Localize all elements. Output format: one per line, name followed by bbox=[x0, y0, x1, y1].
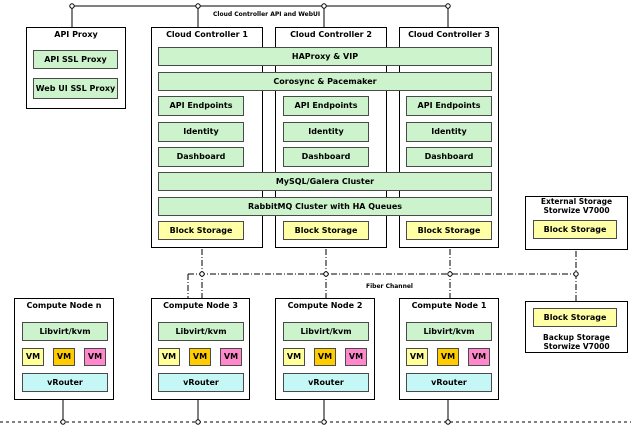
cc3-block-storage: Block Storage bbox=[406, 221, 492, 240]
cn3-vrouter: vRouter bbox=[158, 373, 244, 392]
bottom-node-cn1 bbox=[445, 419, 451, 425]
external-block-storage: Block Storage bbox=[533, 220, 617, 239]
cn1-vm-1: VM bbox=[406, 348, 428, 366]
top-node-cc2 bbox=[321, 3, 327, 9]
cc2-identity: Identity bbox=[283, 122, 369, 142]
cnn-vm-2: VM bbox=[53, 348, 75, 366]
cloud-controller-2-title: Cloud Controller 2 bbox=[290, 30, 372, 39]
bottom-node-cn3 bbox=[195, 419, 201, 425]
top-network-label: Cloud Controller API and WebUI bbox=[213, 11, 321, 18]
compute-node-n-title: Compute Node n bbox=[26, 301, 102, 310]
cn2-libvirt: Libvirt/kvm bbox=[283, 322, 369, 341]
top-node-cc3 bbox=[445, 3, 451, 9]
cc1-identity: Identity bbox=[158, 122, 244, 142]
cloud-controller-3-title: Cloud Controller 3 bbox=[408, 30, 490, 39]
corosync-pacemaker-bar: Corosync & Pacemaker bbox=[158, 72, 492, 91]
cc3-identity: Identity bbox=[406, 122, 492, 142]
cn2-vrouter: vRouter bbox=[283, 373, 369, 392]
cn2-vm-2: VM bbox=[314, 348, 336, 366]
fiber-node-3 bbox=[447, 271, 453, 277]
web-ui-ssl-proxy: Web UI SSL Proxy bbox=[33, 78, 118, 99]
cn3-vm-2: VM bbox=[189, 348, 211, 366]
cn2-vm-1: VM bbox=[283, 348, 305, 366]
cc3-api-endpoints: API Endpoints bbox=[406, 96, 492, 116]
api-ssl-proxy: API SSL Proxy bbox=[33, 50, 118, 69]
cnn-libvirt: Libvirt/kvm bbox=[22, 322, 108, 341]
cc2-api-endpoints: API Endpoints bbox=[283, 96, 369, 116]
compute-node-2-title: Compute Node 2 bbox=[287, 301, 363, 310]
cn3-vm-3: VM bbox=[220, 348, 242, 366]
top-node-api-proxy bbox=[69, 3, 75, 9]
cloud-controller-1-title: Cloud Controller 1 bbox=[166, 30, 248, 39]
cnn-vm-1: VM bbox=[22, 348, 44, 366]
bottom-node-cnn bbox=[60, 419, 66, 425]
cn1-libvirt: Libvirt/kvm bbox=[406, 322, 492, 341]
backup-storage-title: Backup Storage Storwize V7000 bbox=[543, 333, 610, 351]
bottom-node-cn2 bbox=[321, 419, 327, 425]
cn1-vrouter: vRouter bbox=[406, 373, 492, 392]
compute-node-3-title: Compute Node 3 bbox=[163, 301, 238, 310]
external-storage-title: External Storage Storwize V7000 bbox=[540, 197, 613, 215]
cc2-block-storage: Block Storage bbox=[283, 221, 369, 240]
cn1-vm-3: VM bbox=[468, 348, 490, 366]
fiber-node-1 bbox=[199, 271, 205, 277]
top-node-cc1 bbox=[195, 3, 201, 9]
cn3-vm-1: VM bbox=[158, 348, 180, 366]
mysql-galera-bar: MySQL/Galera Cluster bbox=[158, 172, 492, 191]
cnn-vm-3: VM bbox=[84, 348, 106, 366]
cn2-vm-3: VM bbox=[345, 348, 367, 366]
cc1-api-endpoints: API Endpoints bbox=[158, 96, 244, 116]
fiber-node-2 bbox=[323, 271, 329, 277]
compute-node-1-title: Compute Node 1 bbox=[411, 301, 487, 310]
cc1-dashboard: Dashboard bbox=[158, 147, 244, 167]
fiber-node-4 bbox=[573, 271, 579, 277]
rabbitmq-bar: RabbitMQ Cluster with HA Queues bbox=[158, 197, 492, 216]
cc1-block-storage: Block Storage bbox=[158, 221, 244, 240]
fiber-channel-label: Fiber Channel bbox=[366, 283, 413, 290]
cnn-vrouter: vRouter bbox=[22, 373, 108, 392]
cn1-vm-2: VM bbox=[437, 348, 459, 366]
cc2-dashboard: Dashboard bbox=[283, 147, 369, 167]
cn3-libvirt: Libvirt/kvm bbox=[158, 322, 244, 341]
haproxy-vip-bar: HAProxy & VIP bbox=[158, 47, 492, 66]
cc3-dashboard: Dashboard bbox=[406, 147, 492, 167]
api-proxy-title: API Proxy bbox=[54, 30, 98, 39]
backup-block-storage: Block Storage bbox=[533, 308, 617, 327]
